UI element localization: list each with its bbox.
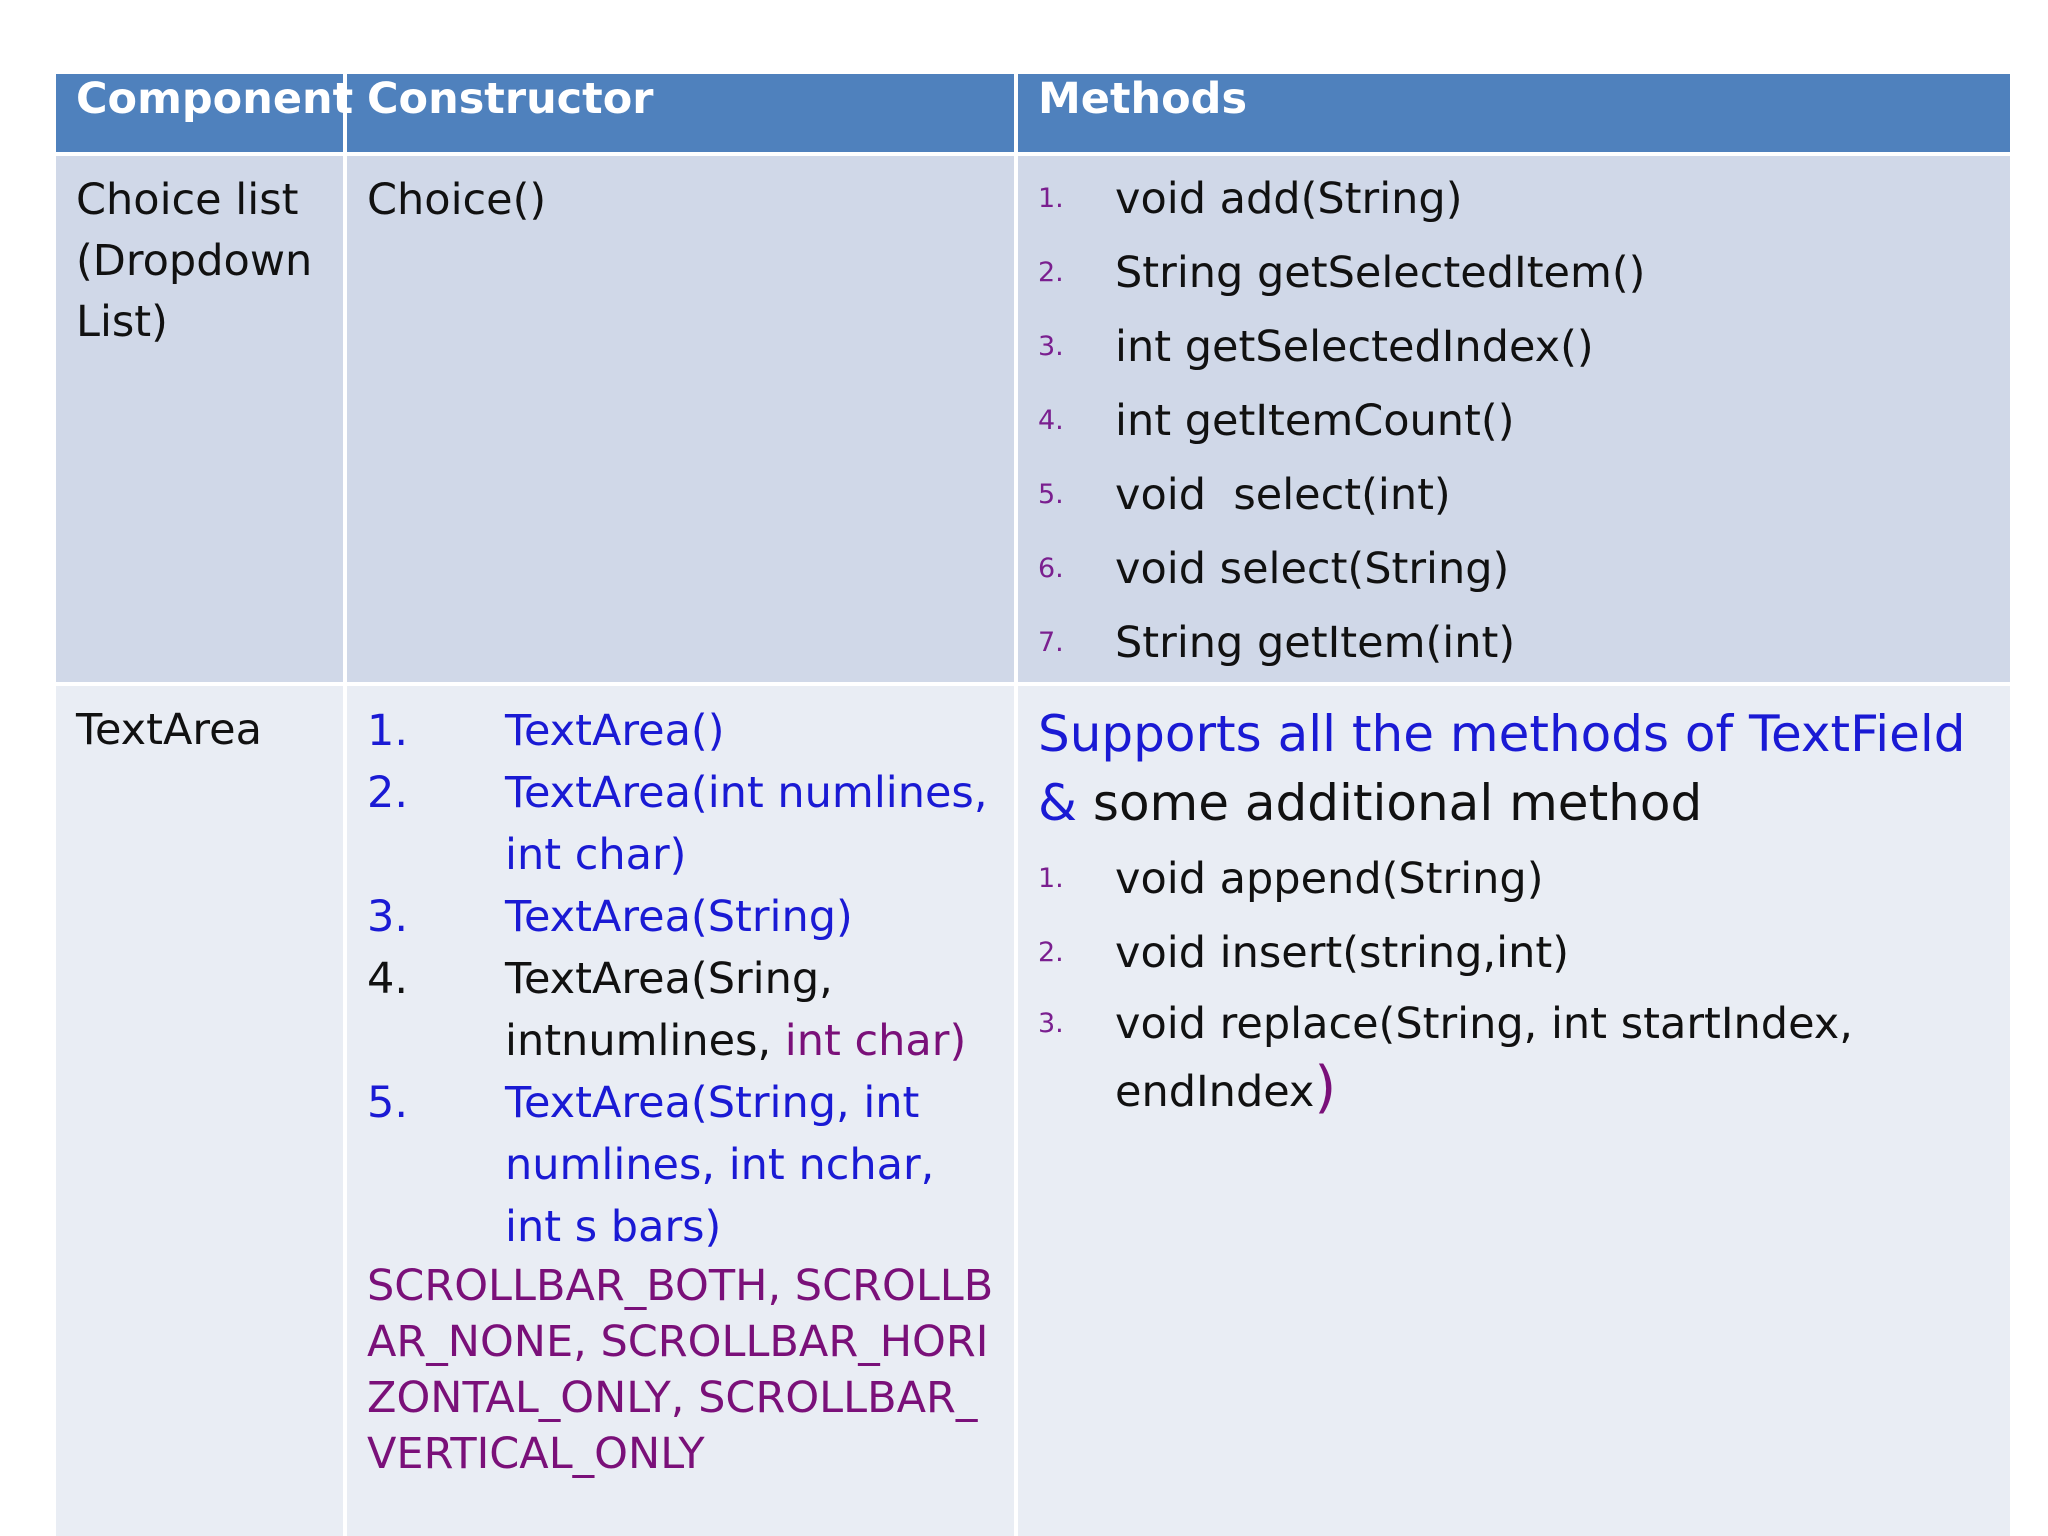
header-row: Component Constructor Methods (52, 70, 2014, 156)
list-item: 1.void add(String) (1038, 174, 1463, 224)
list-item: 3.void replace(String, int startIndex, e… (1038, 999, 1853, 1120)
list-item: 5.void select(int) (1038, 470, 1451, 520)
list-item: 2.void insert(string,int) (1038, 928, 1569, 978)
constructor-text: Choice() (367, 175, 547, 225)
component-cell: TextArea (52, 682, 347, 1536)
list-item: 2.String getSelectedItem() (1038, 248, 1646, 298)
header-constructor: Constructor (343, 70, 1018, 156)
list-item: 4.TextArea(Sring, intnumlines, int char) (367, 954, 967, 1066)
table-row-choice: Choice list (Dropdown List) Choice() 1.v… (52, 152, 2014, 686)
component-cell: Choice list (Dropdown List) (52, 152, 347, 686)
methods-intro: Supports all the methods of TextField & … (1038, 705, 1966, 832)
methods-cell: Supports all the methods of TextField & … (1014, 682, 2014, 1536)
constructor-cell: Choice() (343, 152, 1018, 686)
constructor-list: 1.TextArea() 2.TextArea(int numlines, in… (367, 700, 996, 1258)
table-row-textarea: TextArea 1.TextArea() 2.TextArea(int num… (52, 682, 2014, 1536)
header-methods: Methods (1014, 70, 2014, 156)
components-table: Component Constructor Methods Choice lis… (52, 70, 2014, 1536)
header-component: Component (52, 70, 353, 156)
list-item: 4.int getItemCount() (1038, 396, 1515, 446)
list-item: 3.TextArea(String) (367, 892, 853, 942)
scrollbar-constants: SCROLLBAR_BOTH, SCROLLBAR_NONE, SCROLLBA… (367, 1261, 994, 1479)
methods-list: 1.void add(String) 2.String getSelectedI… (1038, 162, 1992, 680)
methods-list: 1.void append(String) 2.void insert(stri… (1038, 842, 1992, 1126)
methods-cell: 1.void add(String) 2.String getSelectedI… (1014, 152, 2014, 686)
list-item: 1.TextArea() (367, 706, 725, 756)
component-name: Choice list (Dropdown List) (76, 175, 313, 347)
list-item: 5.TextArea(String, int numlines, int nch… (367, 1078, 935, 1252)
list-item: 2.TextArea(int numlines, int char) (367, 768, 988, 880)
list-item: 7.String getItem(int) (1038, 618, 1516, 668)
list-item: 6.void select(String) (1038, 544, 1510, 594)
component-name: TextArea (76, 705, 262, 755)
constructor-cell: 1.TextArea() 2.TextArea(int numlines, in… (343, 682, 1018, 1536)
list-item: 3.int getSelectedIndex() (1038, 322, 1594, 372)
list-item: 1.void append(String) (1038, 854, 1544, 904)
